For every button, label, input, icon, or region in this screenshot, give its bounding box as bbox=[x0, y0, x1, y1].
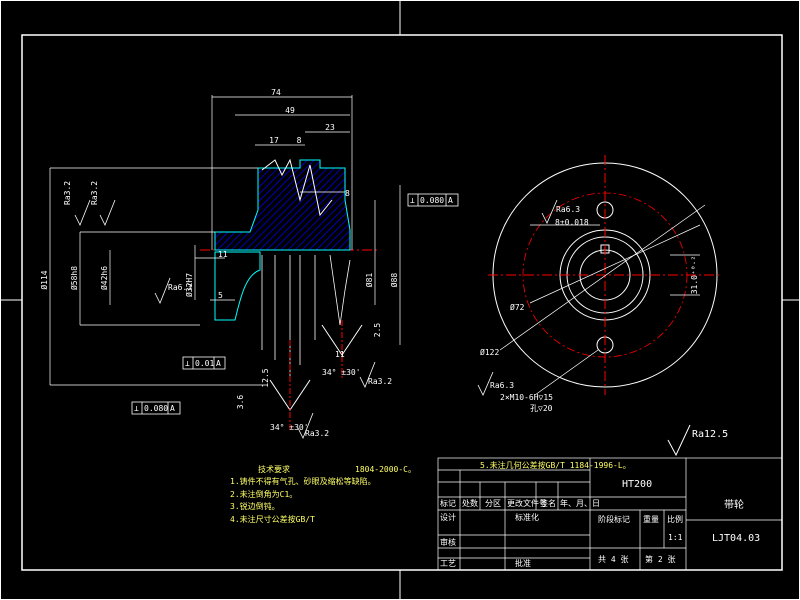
tb-col-change-file: 更改文件号 bbox=[507, 498, 547, 508]
material-label: HT200 bbox=[622, 479, 652, 490]
svg-text:A: A bbox=[216, 359, 221, 368]
tb-sheets: 共 4 张 bbox=[598, 555, 628, 564]
tb-approve: 批准 bbox=[515, 558, 531, 568]
tb-review: 审核 bbox=[440, 537, 456, 547]
dim-dia-114: Ø114 bbox=[39, 270, 49, 289]
svg-text:A: A bbox=[448, 196, 453, 205]
svg-text:0.01: 0.01 bbox=[195, 359, 214, 368]
part-name: 带轮 bbox=[724, 498, 744, 511]
front-dim-31: 31.0⁺⁰·² bbox=[690, 256, 699, 295]
dim-small-8: 8 bbox=[345, 189, 350, 198]
dim-2-5: 2.5 bbox=[373, 323, 382, 338]
tech-req-item-5: 5.未注几何公差按GB/T 1184-1996-L。 bbox=[480, 460, 631, 470]
tech-req-item-2: 2.未注倒角为C1。 bbox=[230, 489, 297, 499]
front-view: Ra6.3 8±0.018 31.0⁺⁰·² Ø72 Ø122 Ra6.3 2×… bbox=[477, 155, 722, 413]
roughness-r5: Ra3.2 bbox=[305, 429, 329, 438]
general-roughness-label: Ra12.5 bbox=[692, 429, 728, 440]
dim-overall-width: 74 bbox=[271, 88, 281, 97]
roughness-r3: Ra6.3 bbox=[168, 283, 192, 292]
front-dim-122: Ø122 bbox=[480, 347, 499, 357]
dim-dia-32: Ø32H7 bbox=[184, 273, 194, 297]
roughness-r1: Ra3.2 bbox=[63, 181, 72, 205]
belt-groove-outline bbox=[261, 158, 333, 217]
dim-small-5: 5 bbox=[218, 291, 223, 300]
tb-sheet-no: 第 2 张 bbox=[645, 554, 675, 564]
leader-dia-122 bbox=[499, 204, 706, 351]
svg-text:0.080: 0.080 bbox=[144, 404, 168, 413]
tb-stage-label: 阶段标记 bbox=[598, 514, 630, 524]
dim-hub-width: 49 bbox=[285, 106, 295, 115]
general-roughness: Ra12.5 bbox=[667, 424, 728, 457]
tb-standardize: 标准化 bbox=[515, 512, 539, 522]
tolerance-frame-1: ⊥ 0.080 A bbox=[407, 193, 459, 207]
front-dim-72: Ø72 bbox=[510, 302, 525, 312]
leader-dia-72 bbox=[529, 224, 701, 304]
tolerance-frame-3: ⊥ 0.080 A bbox=[131, 401, 181, 415]
section-view: 74 49 17 8 23 8 11 5 Ø114 Ø58h8 Ø42h6 Ø8… bbox=[39, 88, 459, 439]
tb-col-sign: 签名 bbox=[540, 498, 556, 508]
dim-11: 11 bbox=[335, 350, 345, 359]
dim-groove-b: 8 bbox=[297, 136, 302, 145]
tb-col-zone: 分区 bbox=[485, 499, 501, 508]
dim-groove-a: 17 bbox=[269, 136, 279, 145]
tb-scale-value: 1:1 bbox=[668, 533, 683, 542]
svg-text:0.080: 0.080 bbox=[420, 196, 444, 205]
dim-groove-c: 23 bbox=[325, 123, 335, 132]
tb-col-count: 处数 bbox=[462, 498, 478, 508]
dim-3-6: 3.6 bbox=[236, 395, 245, 410]
tb-col-date: 年、月、日 bbox=[560, 498, 600, 508]
svg-text:⊥: ⊥ bbox=[185, 359, 190, 368]
roughness-r2: Ra3.2 bbox=[90, 181, 99, 205]
tb-design: 设计 bbox=[440, 512, 456, 522]
front-roughness-bottom: Ra6.3 bbox=[490, 381, 514, 390]
tb-weight-label: 重量 bbox=[643, 514, 659, 524]
dim-angle-1: 34° ±30' bbox=[322, 368, 361, 377]
front-dim-slot: 8±0.018 bbox=[555, 218, 589, 227]
hub-profile bbox=[214, 251, 261, 321]
dim-12-5: 12.5 bbox=[261, 368, 270, 387]
drawing-number: LJT04.03 bbox=[712, 533, 760, 544]
tb-scale-label: 比例 bbox=[667, 514, 683, 524]
roughness-r4: Ra3.2 bbox=[368, 377, 392, 386]
tolerance-frame-2: ⊥ 0.01 A bbox=[182, 356, 226, 370]
rim-section-hatch bbox=[214, 159, 351, 251]
tb-col-mark: 标记 bbox=[440, 498, 456, 508]
dim-dia-58: Ø58h8 bbox=[69, 266, 79, 290]
tech-req-item-1: 1.铸件不得有气孔、砂眼及缩松等缺陷。 bbox=[230, 476, 376, 486]
tech-req-standard: 1804-2000-C。 bbox=[355, 465, 416, 474]
svg-text:⊥: ⊥ bbox=[134, 404, 139, 413]
front-holes-note: 2×M10-6H▽15 bbox=[500, 393, 553, 402]
groove-profile-lower bbox=[261, 254, 351, 380]
tb-process: 工艺 bbox=[440, 559, 456, 568]
dim-angle-2: 34° ±30' bbox=[270, 423, 309, 432]
dim-dia-42: Ø42h6 bbox=[99, 266, 109, 290]
title-block-text: 5.未注几何公差按GB/T 1184-1996-L。 HT200 带轮 LJT0… bbox=[440, 460, 760, 568]
technical-requirements: 技术要求 1804-2000-C。 1.铸件不得有气孔、砂眼及缩松等缺陷。 2.… bbox=[230, 464, 416, 524]
front-holes-depth: 孔▽20 bbox=[530, 404, 553, 413]
title-block bbox=[437, 457, 783, 571]
tech-req-title: 技术要求 bbox=[258, 464, 290, 474]
tech-req-item-4: 4.未注尺寸公差按GB/T bbox=[230, 514, 315, 524]
dim-small-11: 11 bbox=[218, 250, 228, 259]
svg-text:A: A bbox=[170, 404, 175, 413]
tech-req-item-3: 3.锐边倒钝。 bbox=[230, 501, 280, 511]
front-roughness-top: Ra6.3 bbox=[556, 205, 580, 214]
dim-dia-88: Ø88 bbox=[389, 273, 399, 288]
svg-text:⊥: ⊥ bbox=[410, 196, 415, 205]
dim-dia-81: Ø81 bbox=[364, 273, 374, 288]
